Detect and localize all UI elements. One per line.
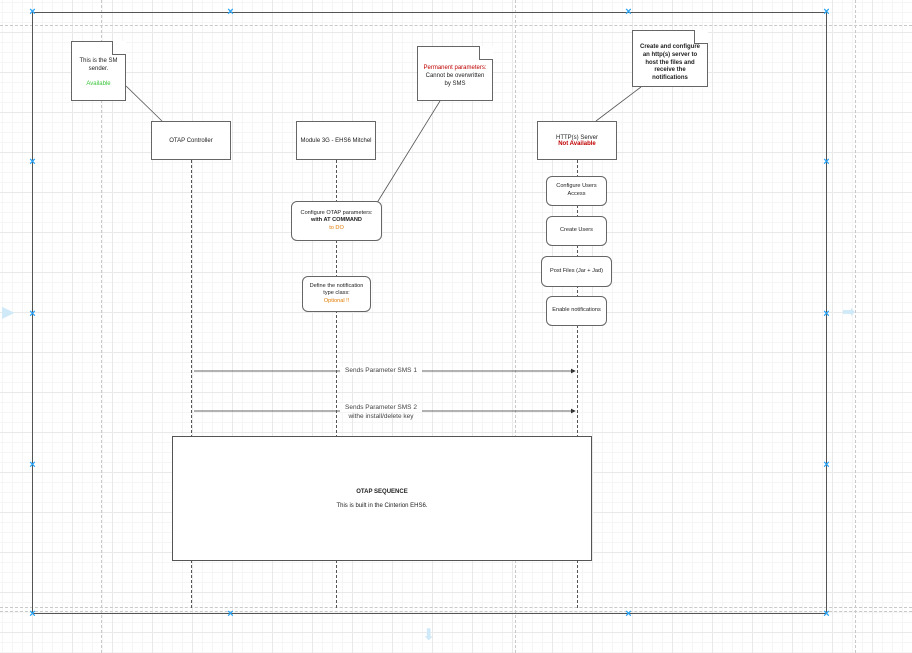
note-connector[interactable]	[374, 100, 441, 207]
process-configure-users[interactable]: Configure Users Access	[546, 176, 607, 206]
participant-label: HTTP(s) Server	[556, 134, 598, 141]
page-guide-top	[0, 25, 912, 26]
participant-http-server[interactable]: HTTP(s) Server Not Available	[537, 121, 617, 160]
process-text: Access	[567, 191, 586, 197]
participant-module[interactable]: Module 3G - EHS6 Mitchel	[296, 121, 376, 160]
process-text: Enable notifications	[552, 307, 601, 314]
resize-handle-icon[interactable]: ×	[823, 156, 830, 168]
participant-label: OTAP Controller	[169, 137, 213, 144]
connect-arrow-left-icon[interactable]: ▶	[2, 304, 15, 321]
process-text: Post Files (Jar + Jad)	[549, 267, 603, 274]
resize-handle-icon[interactable]: ×	[823, 6, 830, 18]
resize-handle-icon[interactable]: ×	[227, 608, 234, 620]
resize-handle-icon[interactable]: ×	[823, 308, 830, 320]
process-define-notification[interactable]: Define the notification type class: Opti…	[302, 276, 371, 312]
page-guide-mid	[515, 0, 516, 653]
resize-handle-icon[interactable]: ×	[625, 6, 632, 18]
page-guide-left	[101, 0, 102, 653]
message-sublabel-sms2: withe install/delete key	[348, 413, 414, 420]
sequence-text: This is built in the Cinterion EHS6.	[336, 503, 428, 509]
lifeline-module	[336, 160, 337, 608]
note-connector[interactable]	[125, 85, 163, 122]
note-fold-icon	[694, 30, 708, 44]
connect-arrow-right-icon[interactable]: ➡	[842, 304, 856, 321]
note-text: Create and configure an http(s) server t…	[639, 44, 700, 82]
note-title: Permanent parameters:	[423, 65, 487, 71]
process-text: with AT COMMAND	[311, 217, 362, 224]
lifeline-otap-controller	[191, 160, 192, 608]
process-text: to DO	[329, 224, 344, 231]
process-text: Create Users	[560, 227, 593, 234]
process-text: Optional !!	[323, 297, 350, 304]
note-text: Cannot be overwritten by SMS	[425, 72, 485, 87]
resize-handle-icon[interactable]: ×	[823, 459, 830, 471]
note-fold-icon	[479, 46, 493, 60]
process-text: Define the notification type class:	[309, 282, 364, 297]
process-enable-notifications[interactable]: Enable notifications	[546, 296, 607, 326]
page-guide-bottom-2	[0, 611, 912, 612]
process-create-users[interactable]: Create Users	[546, 216, 607, 246]
process-text: Configure Users	[556, 183, 597, 190]
connect-arrow-down-icon[interactable]: ⬇	[422, 627, 436, 644]
note-connector[interactable]	[595, 86, 642, 122]
process-configure-otap[interactable]: Configure OTAP parameters: with AT COMMA…	[291, 201, 382, 241]
process-post-files[interactable]: Post Files (Jar + Jad)	[541, 256, 612, 287]
resize-handle-icon[interactable]: ×	[29, 459, 36, 471]
resize-handle-icon[interactable]: ×	[29, 156, 36, 168]
participant-label: Module 3G - EHS6 Mitchel	[300, 137, 372, 144]
participant-otap-controller[interactable]: OTAP Controller	[151, 121, 231, 160]
note-text: This is the SM sender.	[79, 58, 118, 72]
resize-handle-icon[interactable]: ×	[823, 608, 830, 620]
resize-handle-icon[interactable]: ×	[227, 6, 234, 18]
resize-handle-icon[interactable]: ×	[625, 608, 632, 620]
otap-sequence-box[interactable]: OTAP SEQUENCE This is built in the Cinte…	[172, 436, 592, 561]
message-label-sms2[interactable]: Sends Parameter SMS 2	[340, 404, 422, 413]
note-fold-icon	[112, 41, 126, 55]
resize-handle-icon[interactable]: ×	[29, 608, 36, 620]
page-guide-bottom	[0, 607, 912, 608]
process-text: Configure OTAP parameters:	[300, 209, 373, 216]
availability-status: Available	[86, 80, 111, 87]
page-guide-right	[855, 0, 856, 653]
resize-handle-icon[interactable]: ×	[29, 308, 36, 320]
lifeline-http-server	[577, 160, 578, 608]
availability-status: Not Available	[558, 140, 596, 147]
sequence-title: OTAP SEQUENCE	[356, 489, 408, 495]
resize-handle-icon[interactable]: ×	[29, 6, 36, 18]
selection-frame[interactable]	[32, 12, 827, 614]
message-label-sms1[interactable]: Sends Parameter SMS 1	[340, 367, 422, 376]
